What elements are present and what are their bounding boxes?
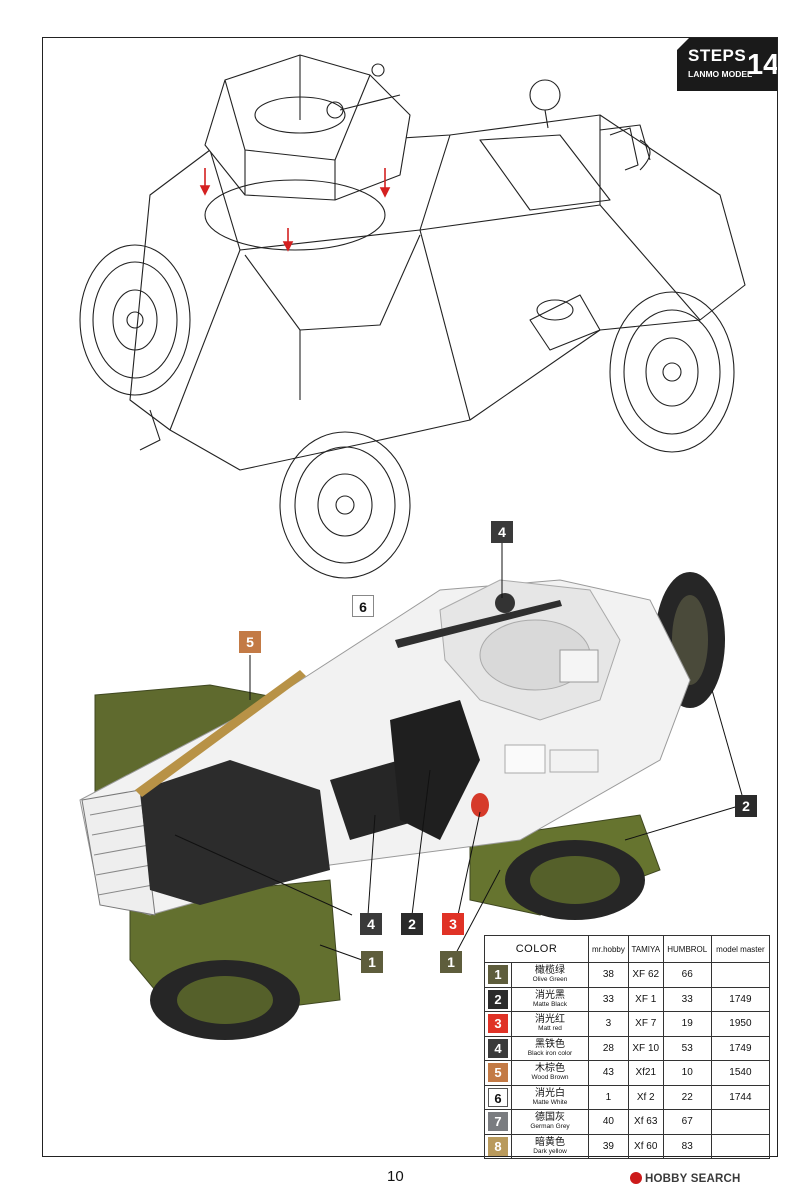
humbrol-code: 33 [662, 986, 712, 1012]
color-name-cn: 橄榄绿 [535, 965, 565, 976]
tamiya-code: Xf21 [627, 1060, 664, 1086]
watermark: HOBBY SEARCH [630, 1172, 740, 1185]
callout-3: 3 [442, 913, 464, 935]
callout-5: 5 [239, 631, 261, 653]
callout-2-right: 2 [735, 795, 757, 817]
color-name-cn: 德国灰 [535, 1112, 565, 1123]
page-frame [42, 37, 778, 1157]
model-master-code [710, 1133, 771, 1159]
model-master-code [710, 1109, 771, 1135]
mrhobby-code: 40 [588, 1109, 629, 1135]
model-master-code: 1749 [710, 986, 771, 1012]
model-master-code [710, 962, 771, 988]
mrhobby-code: 43 [588, 1060, 629, 1086]
color-name-cn: 黑铁色 [535, 1038, 565, 1050]
mrhobby-code: 38 [588, 962, 629, 988]
color-name-en: Olive Green [532, 976, 568, 983]
color-name-en: Dark yellow [533, 1147, 567, 1155]
humbrol-code: 83 [662, 1133, 712, 1159]
color-swatch-olive-green: 1 [488, 965, 508, 985]
humbrol-code: 22 [662, 1084, 712, 1110]
color-name-en: German Grey [530, 1123, 570, 1130]
callout-4-bottom: 4 [360, 913, 382, 935]
color-name-en: Matt red [538, 1025, 562, 1032]
model-master-code: 1744 [710, 1084, 771, 1110]
model-master-code: 1540 [710, 1060, 771, 1086]
color-name-cn: 木棕色 [535, 1063, 565, 1074]
tamiya-code: XF 7 [627, 1011, 664, 1037]
color-name-cn: 消光白 [535, 1087, 565, 1099]
humbrol-code: 53 [662, 1035, 712, 1061]
model-master-code: 1950 [710, 1011, 771, 1037]
step-number: 14 [747, 49, 780, 81]
humbrol-code: 66 [662, 962, 712, 988]
table-header-row: COLOR mr.hobby TAMIYA HUMBROL model mast… [484, 935, 771, 963]
model-master-code: 1749 [710, 1035, 771, 1061]
page-number: 10 [387, 1168, 404, 1185]
color-swatch-german-grey: 7 [488, 1112, 508, 1132]
tamiya-code: Xf 60 [627, 1133, 664, 1159]
humbrol-code: 67 [662, 1109, 712, 1135]
tamiya-code: Xf 63 [627, 1109, 664, 1135]
color-swatch-matte-white: 6 [488, 1087, 508, 1107]
callout-1-left: 1 [361, 951, 383, 973]
color-name-en: Matte White [532, 1098, 568, 1106]
color-name-en: Black iron color [527, 1049, 573, 1057]
color-swatch-matt-red: 3 [488, 1014, 508, 1034]
mrhobby-code: 33 [588, 986, 629, 1012]
mrhobby-code: 1 [588, 1084, 629, 1110]
step-badge: STEPS LANMO MODEL 14 [677, 38, 777, 91]
callout-1-right: 1 [440, 951, 462, 973]
color-name-en: Matte Black [533, 1000, 567, 1008]
header-mrhobby: mr.hobby [588, 935, 629, 963]
tamiya-code: XF 1 [627, 986, 664, 1012]
color-swatch-dark-yellow: 8 [488, 1136, 508, 1156]
brand-label: LANMO MODEL [688, 69, 753, 79]
header-tamiya: TAMIYA [627, 935, 664, 963]
color-swatch-wood-brown: 5 [488, 1063, 508, 1083]
header-color: COLOR [484, 935, 589, 963]
color-name-cn: 消光红 [535, 1014, 565, 1025]
callout-2-bottom: 2 [401, 913, 423, 935]
hobby-search-logo-icon [630, 1172, 642, 1184]
color-swatch-matte-black: 2 [488, 989, 508, 1009]
color-name-cn: 消光黑 [535, 989, 565, 1001]
tamiya-code: Xf 2 [627, 1084, 664, 1110]
steps-label: STEPS [688, 46, 747, 65]
color-name-en: Wood Brown [531, 1074, 569, 1081]
mrhobby-code: 3 [588, 1011, 629, 1037]
turret-assembly-drawing [79, 54, 746, 579]
humbrol-code: 10 [662, 1060, 712, 1086]
mrhobby-code: 39 [588, 1133, 629, 1159]
watermark-text: HOBBY SEARCH [645, 1173, 741, 1185]
tamiya-code: XF 62 [627, 962, 664, 988]
paint-color-table: COLOR mr.hobby TAMIYA HUMBROL model mast… [484, 935, 771, 1159]
color-name-cn: 暗黄色 [535, 1136, 565, 1148]
header-humbrol: HUMBROL [662, 935, 712, 963]
humbrol-code: 19 [662, 1011, 712, 1037]
header-model-master: model master [710, 935, 771, 963]
color-swatch-black-iron: 4 [488, 1038, 508, 1058]
mrhobby-code: 28 [588, 1035, 629, 1061]
callout-6: 6 [352, 595, 374, 617]
tamiya-code: XF 10 [627, 1035, 664, 1061]
callout-4-top: 4 [491, 521, 513, 543]
